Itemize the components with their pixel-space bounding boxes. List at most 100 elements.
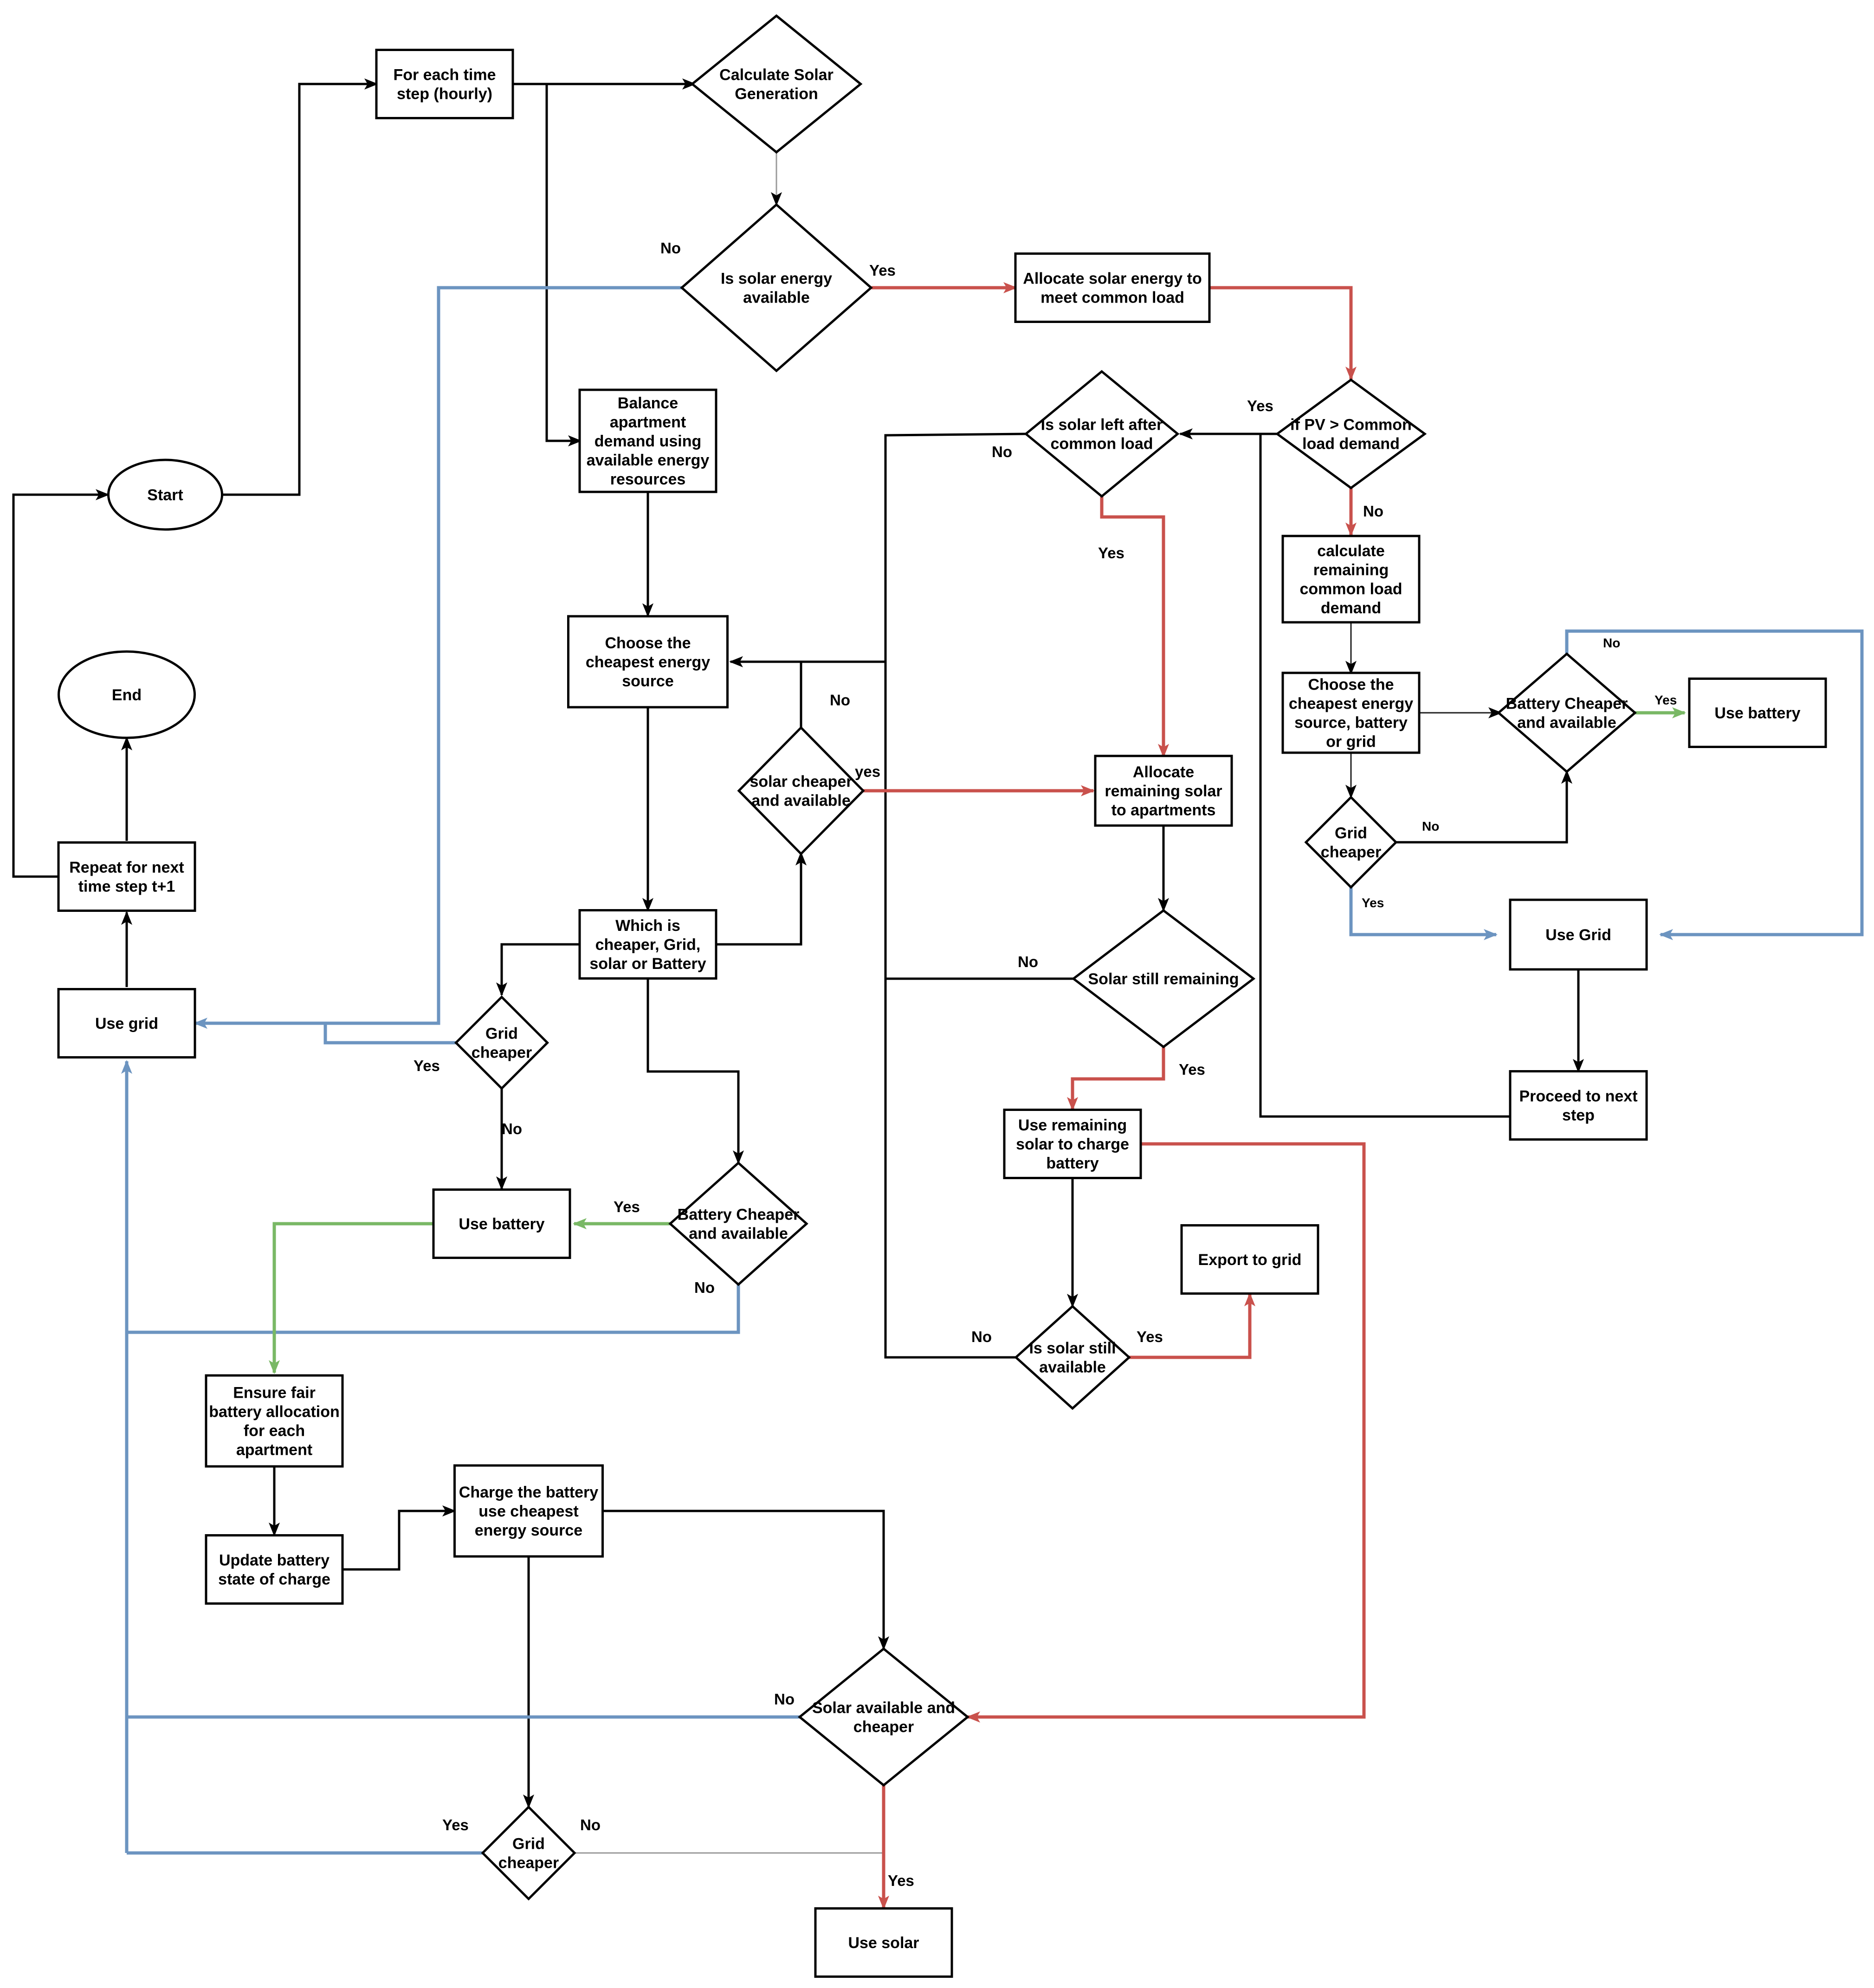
node-use-grid-right: Use Grid — [1509, 898, 1648, 971]
node-label-line: Start — [147, 486, 183, 504]
edge-which-gridmid — [496, 943, 580, 996]
node-label: End — [112, 686, 142, 704]
edge-solarcheaper-no-choose — [729, 656, 802, 728]
node-label-line: for each — [244, 1422, 305, 1440]
node-label-line: Balance — [618, 394, 678, 412]
node-label: Solar still remaining — [1088, 970, 1239, 988]
node-label-line: remaining solar — [1105, 782, 1222, 800]
edge-foreach-balance — [545, 84, 582, 446]
edge-repeat-start — [12, 489, 110, 878]
node-shape — [814, 1907, 953, 1978]
node-label-line: common load — [1299, 581, 1402, 598]
node-shape — [1509, 898, 1648, 971]
node-label-line: solar or Battery — [589, 955, 706, 973]
node-label-line: demand — [1321, 600, 1381, 617]
edge-solarleft-no-choose — [801, 432, 1026, 663]
node-label-line: Use grid — [95, 1015, 158, 1033]
node-label-line: Is solar left after — [1041, 416, 1163, 434]
node-label-line: available energy — [587, 452, 710, 469]
node-shape — [737, 726, 865, 856]
node-label: Export to grid — [1198, 1251, 1302, 1269]
label-yes-still-available: Yes — [1137, 1328, 1163, 1345]
label-no-solar-available: No — [660, 239, 681, 257]
connectors — [12, 78, 1864, 1910]
edge-batteryright-no-usegridright — [1565, 629, 1864, 940]
node-shape — [1003, 1109, 1142, 1179]
node-label-line: resources — [610, 471, 686, 488]
node-shape — [453, 1464, 604, 1558]
node-shape — [1071, 909, 1256, 1049]
node-shape — [57, 988, 196, 1059]
node-label: Start — [147, 486, 183, 504]
label-no-grid-mid: No — [502, 1120, 522, 1137]
node-label-line: Use remaining — [1018, 1117, 1127, 1134]
edge-start-foreach — [222, 78, 378, 496]
node-start: Start — [107, 458, 223, 531]
node-shape — [1281, 671, 1421, 754]
edge-proceed-loop — [1259, 434, 1510, 1118]
label-yes-battery-mid: Yes — [614, 1198, 640, 1215]
edge-labels: No Yes Yes No No Yes No yes No Yes No Ye… — [414, 239, 1677, 1889]
node-shape — [1094, 755, 1233, 827]
node-label-line: battery — [1046, 1155, 1099, 1172]
node-label-line: Grid — [485, 1025, 518, 1043]
node-label-line: Generation — [735, 85, 818, 103]
node-label-line: cheaper — [472, 1044, 532, 1062]
node-label-line: cheaper — [498, 1854, 559, 1872]
label-no-solar-avail-cheaper: No — [774, 1691, 795, 1708]
node-label-line: cheaper, Grid, — [595, 936, 701, 954]
node-label-line: battery allocation — [209, 1403, 340, 1421]
node-label-line: common load — [1050, 435, 1153, 453]
node-shape — [1497, 652, 1637, 774]
label-no-still-available: No — [971, 1328, 992, 1345]
node-label-line: Use solar — [848, 1934, 919, 1952]
node-solar-still-remaining: Solar still remaining — [1071, 909, 1256, 1049]
label-no-grid-right: No — [1422, 819, 1439, 833]
edge-gridright-yes-usegridright — [1349, 887, 1498, 940]
label-no-battery-mid: No — [694, 1279, 715, 1296]
node-label-line: Export to grid — [1198, 1251, 1302, 1269]
node-shape — [578, 909, 717, 980]
label-yes-still-remaining: Yes — [1179, 1061, 1205, 1078]
label-no-solar-left: No — [992, 443, 1012, 460]
label-no-grid-bottom: No — [580, 1816, 601, 1833]
node-label-line: Ensure fair — [233, 1384, 316, 1402]
label-yes-solar-left: Yes — [1098, 544, 1124, 562]
node-shape — [57, 841, 196, 912]
node-label: Use battery — [1714, 704, 1800, 722]
node-shape — [1688, 678, 1827, 748]
node-label-line: Is solar still — [1029, 1340, 1116, 1357]
node-label: Use Grid — [1545, 926, 1611, 944]
edge-gridright-no-batteryright — [1396, 770, 1572, 844]
node-shape — [1180, 1224, 1319, 1295]
node-export-grid: Export to grid — [1180, 1224, 1319, 1295]
node-label-line: Battery Cheaper — [1506, 695, 1628, 713]
node-use-solar: Use solar — [814, 1907, 953, 1978]
node-label-line: meet common load — [1040, 289, 1184, 307]
node-label-line: Allocate — [1133, 763, 1194, 781]
